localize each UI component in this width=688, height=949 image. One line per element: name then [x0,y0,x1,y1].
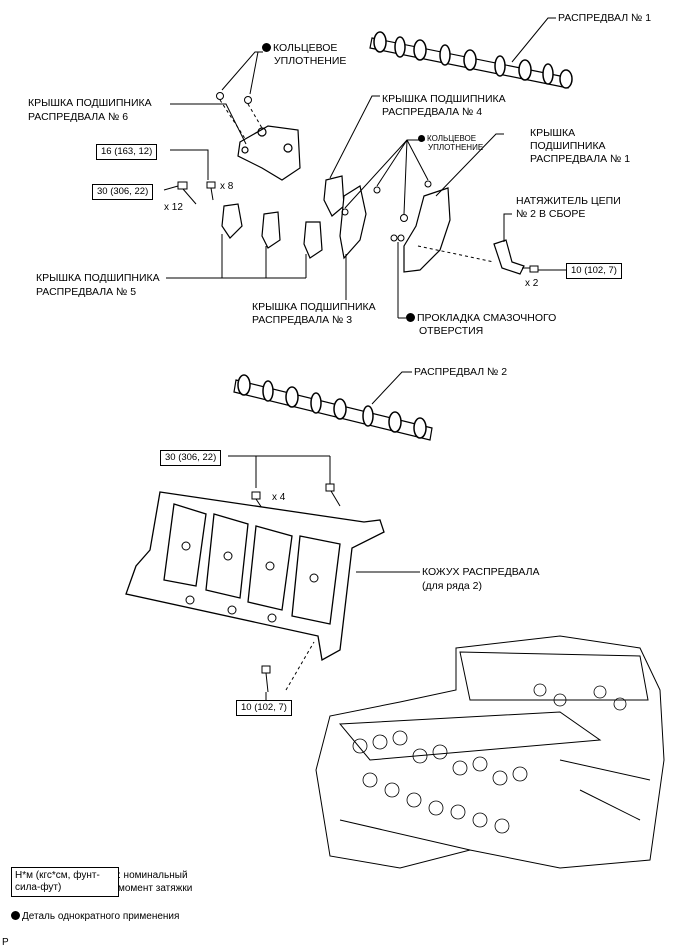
label-gasket-l2: ОТВЕРСТИЯ [419,325,484,337]
label-cap6-l1: КРЫШКА ПОДШИПНИКА [28,97,152,109]
label-cap6-l2: РАСПРЕДВАЛА № 6 [28,111,129,123]
legend-unit-box: Н*м (кгс*см, фунт- сила-фут) [11,867,119,897]
label-cap5-l2: РАСПРЕДВАЛА № 5 [36,286,137,298]
single-use-icon [418,135,425,142]
label-cap1-l1: КРЫШКА [530,127,576,139]
label-oring-small: КОЛЬЦЕВОЕ [418,134,476,143]
label-tensioner-l1: НАТЯЖИТЕЛЬ ЦЕПИ [516,195,621,207]
torque-box-10-housing: 10 (102, 7) [236,700,292,716]
label-housing-l2: (для ряда 2) [422,580,482,592]
tensioner-drawing [493,239,525,275]
label-oring-top-l1: КОЛЬЦЕВОЕ [273,42,338,54]
torque-box-16: 16 (163, 12) [96,144,158,160]
footer-code: P [2,937,9,948]
camshaft-2-drawing [233,374,433,441]
label-oring-small-l1: КОЛЬЦЕВОЕ [427,134,477,143]
qty-x4: x 4 [272,492,286,503]
bolt-16-drawing [206,181,216,201]
label-gasket-l1: ПРОКЛАДКА СМАЗОЧНОГО [406,312,556,325]
label-cap5-l1: КРЫШКА ПОДШИПНИКА [36,272,160,284]
camshaft-1-drawing [369,31,573,89]
label-cap4-l1: КРЫШКА ПОДШИПНИКА [382,93,506,105]
torque-box-30-top: 30 (306, 22) [92,184,154,200]
qty-x8: x 8 [220,181,234,192]
legend-unit-desc-l1: : номинальный [118,870,188,881]
label-cap3-l1: КРЫШКА ПОДШИПНИКА [252,301,376,313]
bolt-30a-drawing [177,181,197,205]
legend-unit-l2: сила-фут) [15,882,62,893]
cap-1-drawing [403,187,451,273]
torque-box-10-tensioner: 10 (102, 7) [566,263,622,279]
engine-block-drawing [315,635,665,869]
cam-housing-drawing [125,491,385,662]
label-tensioner-l2: № 2 В СБОРЕ [516,208,586,220]
cap-6-drawing [237,125,301,181]
cap-4-drawing [323,175,345,217]
label-oring-small-l2: УПЛОТНЕНИЕ [428,143,484,152]
label-housing-l1: КОЖУХ РАСПРЕДВАЛА [422,566,540,578]
qty-x2: x 2 [525,278,539,289]
legend-single-use-text: Деталь однократного применения [22,911,180,922]
label-cap1-l3: РАСПРЕДВАЛА № 1 [530,153,631,165]
label-camshaft-1: РАСПРЕДВАЛ № 1 [558,12,652,24]
legend-unit-l1: Н*м (кгс*см, фунт- [15,870,100,881]
label-oring-top: КОЛЬЦЕВОЕ [262,42,337,55]
torque-box-30-housing: 30 (306, 22) [160,450,222,466]
label-oring-top-l2: УПЛОТНЕНИЕ [274,55,347,67]
qty-x12: x 12 [164,202,183,213]
single-use-icon [11,911,20,920]
label-cap1-l2: ПОДШИПНИКА [530,140,606,152]
legend-unit-desc-l2: момент затяжки [118,883,193,894]
label-cap3-l2: РАСПРЕДВАЛА № 3 [252,314,353,326]
legend-single-use: Деталь однократного применения [11,910,179,923]
single-use-icon [262,43,271,52]
label-gasket-text: ПРОКЛАДКА СМАЗОЧНОГО [417,312,557,324]
cap-5-drawing [221,203,323,259]
cap-3-drawing [339,185,367,260]
label-camshaft-2: РАСПРЕДВАЛ № 2 [414,366,508,378]
single-use-icon [406,313,415,322]
label-cap4-l2: РАСПРЕДВАЛА № 4 [382,106,483,118]
